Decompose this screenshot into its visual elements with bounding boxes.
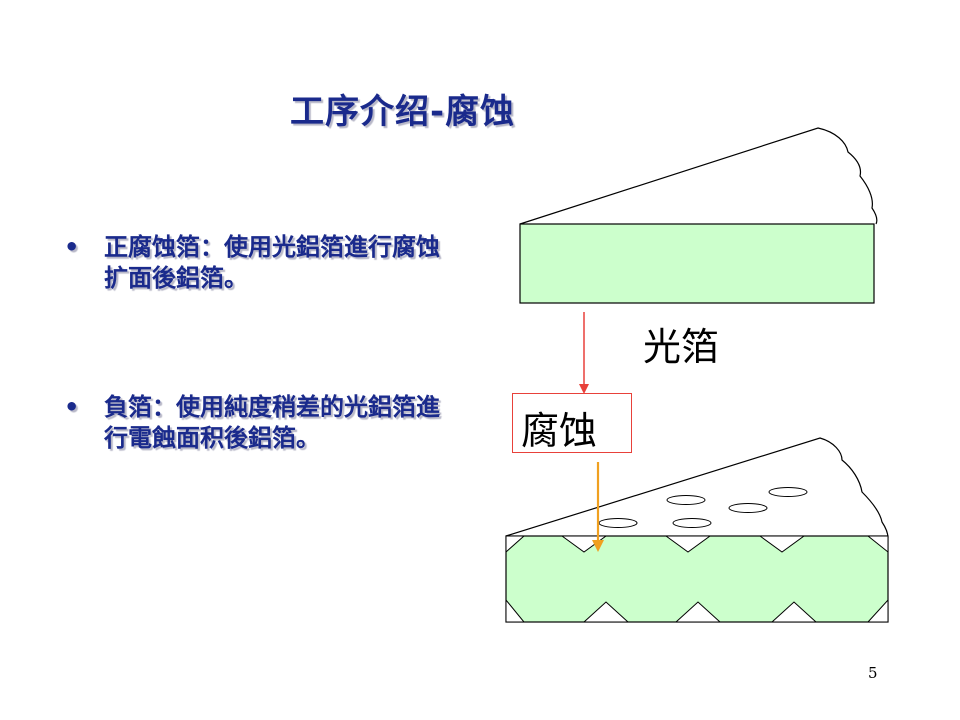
- etch-pit: [768, 487, 808, 497]
- etch-pit: [598, 518, 638, 528]
- plain-foil-front: [519, 223, 875, 304]
- slide-title: 工序介绍-腐蚀: [290, 92, 516, 132]
- orange-arrow-head: [592, 540, 604, 552]
- plain-foil-top-face: [519, 127, 878, 225]
- etch-notches-bottom: [505, 598, 889, 623]
- etch-pit: [666, 495, 706, 505]
- etch-pit: [728, 503, 768, 513]
- bullet-text: 正腐蚀箔：使用光鋁箔進行腐蚀扩面後鋁箔。: [104, 233, 440, 292]
- red-arrow-head: [579, 384, 589, 394]
- etched-foil-top-face: [505, 437, 889, 539]
- etching-process-label: 腐蚀: [521, 409, 598, 453]
- bullet-marker: •: [64, 233, 80, 261]
- page-number: 5: [868, 664, 878, 682]
- etch-pit: [672, 518, 712, 528]
- bullet-text: 負箔：使用純度稍差的光鋁箔進行電蝕面积後鋁箔。: [104, 393, 440, 452]
- bullet-marker: •: [64, 393, 80, 421]
- bullet-list: • 正腐蚀箔：使用光鋁箔進行腐蚀扩面後鋁箔。 • 負箔：使用純度稍差的光鋁箔進行…: [64, 232, 454, 454]
- plain-foil-label: 光箔: [643, 325, 720, 369]
- bullet-positive-foil: • 正腐蚀箔：使用光鋁箔進行腐蚀扩面後鋁箔。: [64, 232, 454, 294]
- etching-process-box: 腐蚀: [512, 393, 632, 453]
- bullet-negative-foil: • 負箔：使用純度稍差的光鋁箔進行電蝕面积後鋁箔。: [64, 392, 454, 454]
